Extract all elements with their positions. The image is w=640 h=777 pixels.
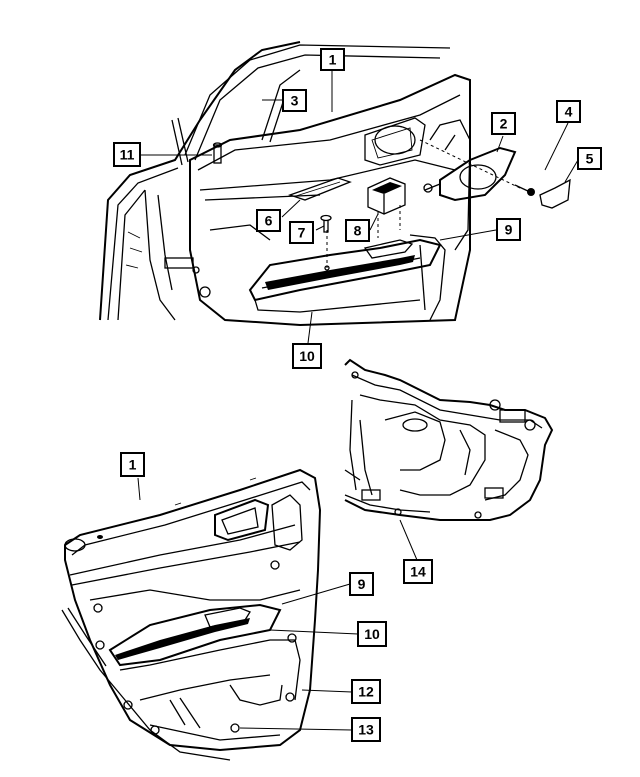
trim-cap-part	[288, 177, 352, 201]
callout-9-bottom: 9	[349, 572, 374, 596]
callout-2: 2	[491, 112, 516, 135]
top-leader-lines	[140, 70, 579, 344]
handle-cover-part	[539, 178, 571, 209]
bottom-leader-lines	[137, 477, 359, 731]
callout-5: 5	[577, 147, 602, 170]
callout-1-bottom: 1	[120, 452, 145, 477]
push-pin-fastener-part	[320, 214, 332, 233]
svg-text:6: 6	[265, 213, 273, 229]
svg-text:5: 5	[586, 151, 594, 167]
callout-7: 7	[289, 221, 314, 244]
svg-text:11: 11	[120, 147, 135, 163]
leader-14	[399, 519, 418, 561]
svg-text:8: 8	[354, 223, 362, 239]
inside-door-handle-part	[419, 139, 521, 202]
callout-10-bottom: 10	[357, 621, 387, 647]
svg-text:9: 9	[358, 576, 366, 592]
callout-12: 12	[351, 679, 381, 704]
svg-text:12: 12	[358, 684, 374, 700]
svg-text:1: 1	[329, 52, 337, 68]
callout-10-top: 10	[292, 343, 322, 369]
svg-text:14: 14	[410, 564, 426, 580]
svg-text:4: 4	[565, 104, 573, 120]
callout-4: 4	[556, 100, 581, 123]
callout-3: 3	[282, 89, 307, 112]
door-inner-panel-substrate-illustration	[344, 358, 554, 521]
svg-text:13: 13	[358, 722, 374, 738]
svg-text:2: 2	[500, 116, 508, 132]
handle-screw-part	[514, 184, 535, 196]
callout-8: 8	[345, 219, 370, 242]
svg-text:10: 10	[299, 348, 315, 364]
svg-text:7: 7	[298, 225, 306, 241]
svg-text:10: 10	[364, 626, 380, 642]
callout-9-top: 9	[496, 218, 521, 241]
callout-11: 11	[113, 142, 141, 167]
svg-text:1: 1	[129, 457, 137, 473]
callout-6: 6	[256, 209, 281, 232]
svg-text:9: 9	[505, 222, 513, 238]
door-trim-panel-assembly-illustration	[61, 468, 322, 761]
svg-text:3: 3	[291, 93, 299, 109]
door-lock-knob-part	[212, 142, 223, 164]
power-window-switch-part	[367, 177, 406, 238]
callout-14: 14	[403, 559, 433, 584]
callout-1-top: 1	[320, 48, 345, 71]
installed-door-panel-illustration	[99, 41, 471, 327]
callout-13: 13	[351, 717, 381, 742]
